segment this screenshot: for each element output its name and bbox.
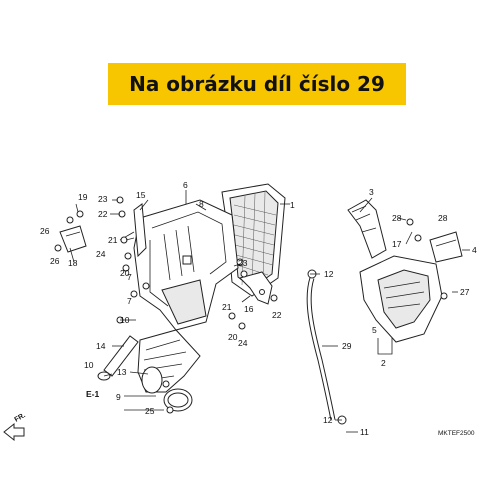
callout-12a: 12 [324, 269, 334, 279]
leader-lines [69, 190, 470, 433]
callout-23a: 23 [98, 194, 108, 204]
part-number-banner: Na obrázku díl číslo 29 [108, 63, 406, 105]
callout-28a: 28 [392, 213, 402, 223]
callout-13: 13 [117, 367, 127, 377]
callout-19: 19 [78, 192, 88, 202]
callout-11: 11 [360, 427, 369, 437]
front-direction-marker: FR. [3, 412, 27, 442]
callout-4: 4 [472, 245, 477, 255]
callout-29: 29 [342, 341, 352, 351]
callout-25: 25 [145, 406, 155, 416]
callout-18: 18 [68, 258, 78, 268]
bolts [54, 196, 448, 414]
callout-26a: 26 [40, 226, 50, 236]
air-cleaner-housing [359, 255, 443, 343]
callout-22a: 22 [98, 209, 108, 219]
callout-8: 8 [199, 199, 204, 209]
callout-3: 3 [369, 187, 374, 197]
callout-21b: 21 [222, 302, 232, 312]
banner-title: Na obrázku díl číslo 29 [129, 72, 385, 96]
stay-bracket [119, 203, 147, 258]
callout-1: 1 [290, 200, 295, 210]
callout-26b: 26 [50, 256, 60, 266]
callout-5: 5 [372, 325, 377, 335]
callout-14: 14 [96, 341, 106, 351]
callout-20b: 20 [228, 332, 238, 342]
callout-2: 2 [381, 358, 386, 368]
callout-28b: 28 [438, 213, 448, 223]
front-arrow-icon [3, 422, 25, 442]
diagram-code: MKTEF2500 [438, 430, 475, 437]
callout-24b: 24 [238, 338, 248, 348]
callout-7a: 7 [127, 272, 132, 282]
mount-clamp [59, 225, 87, 253]
duct-cover [429, 231, 463, 263]
bracket [239, 271, 273, 305]
callout-24a: 24 [96, 249, 106, 259]
callout-10a: 10 [120, 315, 130, 325]
callout-23b: 23 [238, 258, 248, 268]
callout-17: 17 [392, 239, 402, 249]
callout-20a: 20 [120, 268, 130, 278]
callout-10b: 10 [84, 360, 94, 370]
callout-22b: 22 [272, 310, 282, 320]
grommet [76, 210, 84, 218]
upper-duct [347, 199, 387, 259]
front-label: FR. [14, 412, 27, 424]
air-cleaner-case [133, 199, 239, 331]
drain-tube [307, 277, 335, 421]
callout-16: 16 [244, 304, 254, 314]
hose-band [163, 388, 193, 412]
callout-numbers: 1 2 3 4 5 6 7 7 8 9 10 10 11 12 12 13 14… [40, 180, 477, 437]
callout-27: 27 [460, 287, 470, 297]
callout-12b: 12 [323, 415, 333, 425]
reference-label: E-1 [86, 389, 100, 399]
callout-9: 9 [116, 392, 121, 402]
callout-21a: 21 [108, 235, 118, 245]
callout-7b: 7 [127, 296, 132, 306]
callout-15: 15 [136, 190, 146, 200]
callout-6: 6 [183, 180, 188, 190]
